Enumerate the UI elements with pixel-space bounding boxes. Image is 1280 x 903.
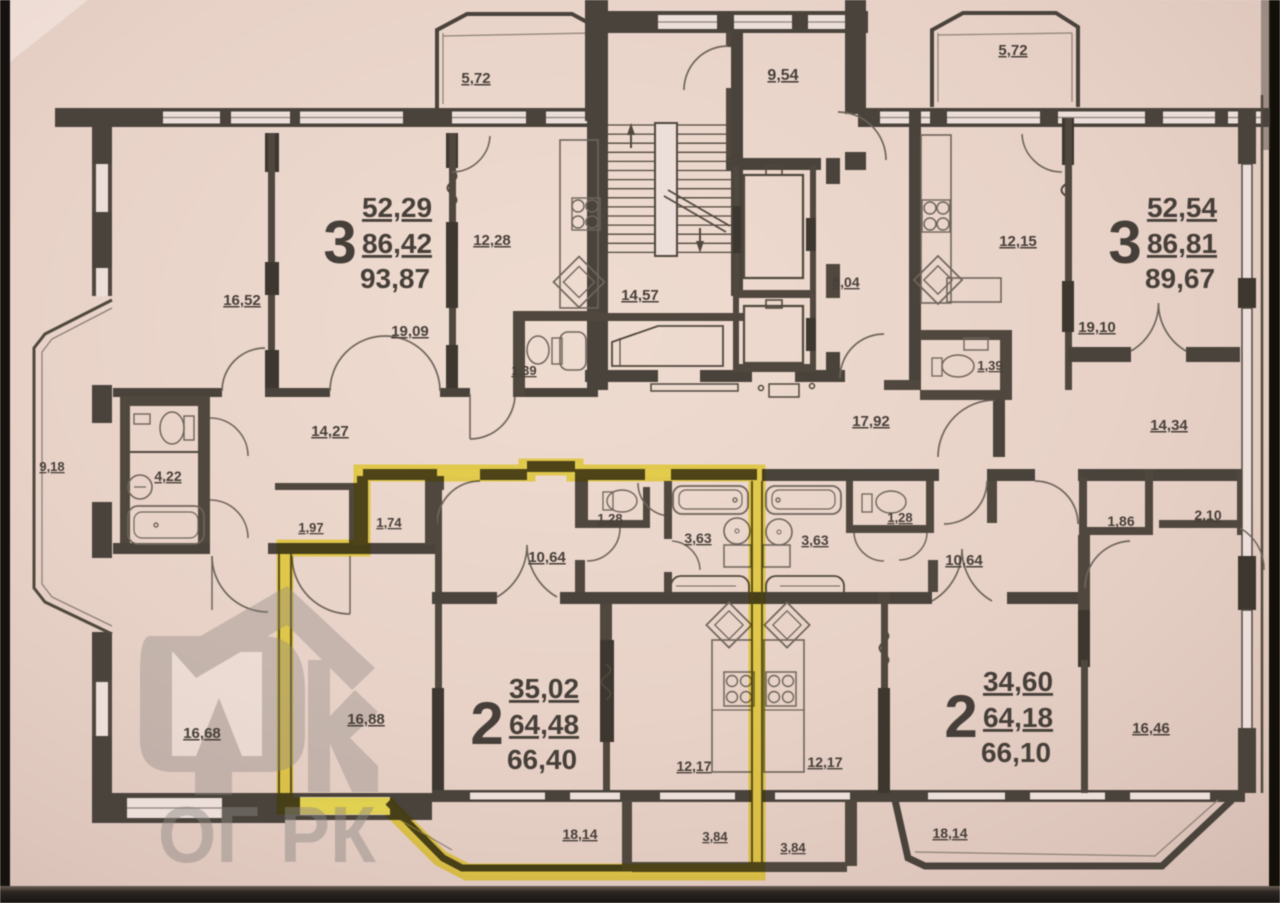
svg-text:2,10: 2,10 bbox=[1194, 507, 1221, 523]
svg-text:14,27: 14,27 bbox=[311, 423, 349, 440]
svg-text:66,10: 66,10 bbox=[981, 737, 1051, 768]
svg-text:3,63: 3,63 bbox=[801, 532, 828, 548]
svg-text:12,17: 12,17 bbox=[807, 754, 842, 770]
svg-text:19,10: 19,10 bbox=[1078, 319, 1116, 336]
svg-text:64,48: 64,48 bbox=[509, 709, 579, 740]
svg-text:52,29: 52,29 bbox=[362, 192, 432, 223]
svg-text:2: 2 bbox=[944, 683, 977, 750]
svg-text:52,54: 52,54 bbox=[1147, 192, 1217, 223]
svg-text:64,18: 64,18 bbox=[983, 702, 1053, 733]
svg-text:66,40: 66,40 bbox=[507, 744, 577, 775]
svg-text:34,60: 34,60 bbox=[983, 666, 1053, 697]
svg-text:3: 3 bbox=[1108, 209, 1141, 276]
svg-text:3,84: 3,84 bbox=[780, 840, 806, 855]
svg-text:9,18: 9,18 bbox=[39, 459, 64, 474]
svg-text:8,04: 8,04 bbox=[832, 274, 859, 290]
svg-text:93,87: 93,87 bbox=[360, 263, 430, 294]
svg-text:17,92: 17,92 bbox=[852, 413, 890, 430]
svg-text:10,64: 10,64 bbox=[528, 549, 566, 566]
svg-text:3,84: 3,84 bbox=[702, 829, 728, 844]
svg-text:9,54: 9,54 bbox=[767, 67, 798, 84]
svg-text:19,09: 19,09 bbox=[391, 323, 429, 340]
svg-text:10,64: 10,64 bbox=[945, 552, 983, 569]
svg-text:3: 3 bbox=[323, 209, 356, 276]
svg-text:16,46: 16,46 bbox=[1132, 720, 1170, 737]
svg-text:1,28: 1,28 bbox=[887, 510, 912, 525]
svg-text:1,97: 1,97 bbox=[298, 520, 323, 535]
svg-text:86,81: 86,81 bbox=[1147, 228, 1217, 259]
svg-text:ОГ РК: ОГ РК bbox=[158, 791, 377, 880]
svg-text:1,39: 1,39 bbox=[977, 358, 1002, 373]
svg-text:3,63: 3,63 bbox=[684, 530, 711, 546]
svg-text:86,42: 86,42 bbox=[362, 228, 432, 259]
svg-text:5,72: 5,72 bbox=[998, 42, 1027, 59]
svg-text:14,34: 14,34 bbox=[1150, 417, 1188, 434]
svg-text:12,17: 12,17 bbox=[676, 758, 711, 774]
svg-text:5,72: 5,72 bbox=[461, 70, 490, 87]
svg-text:89,67: 89,67 bbox=[1145, 263, 1215, 294]
svg-text:14,57: 14,57 bbox=[621, 287, 659, 304]
svg-text:16,52: 16,52 bbox=[223, 292, 261, 309]
svg-text:12,15: 12,15 bbox=[999, 233, 1037, 250]
svg-text:1,28: 1,28 bbox=[597, 511, 622, 526]
svg-text:4,22: 4,22 bbox=[154, 468, 181, 484]
svg-text:12,28: 12,28 bbox=[473, 232, 511, 249]
svg-text:16,88: 16,88 bbox=[347, 711, 385, 728]
svg-text:1,74: 1,74 bbox=[376, 515, 402, 530]
svg-text:2: 2 bbox=[470, 690, 503, 757]
svg-text:18,14: 18,14 bbox=[562, 826, 597, 842]
svg-text:16,68: 16,68 bbox=[183, 725, 221, 742]
svg-text:35,02: 35,02 bbox=[509, 673, 579, 704]
svg-text:1,86: 1,86 bbox=[1107, 513, 1134, 529]
svg-text:1,39: 1,39 bbox=[511, 363, 536, 378]
svg-text:18,14: 18,14 bbox=[932, 825, 967, 841]
